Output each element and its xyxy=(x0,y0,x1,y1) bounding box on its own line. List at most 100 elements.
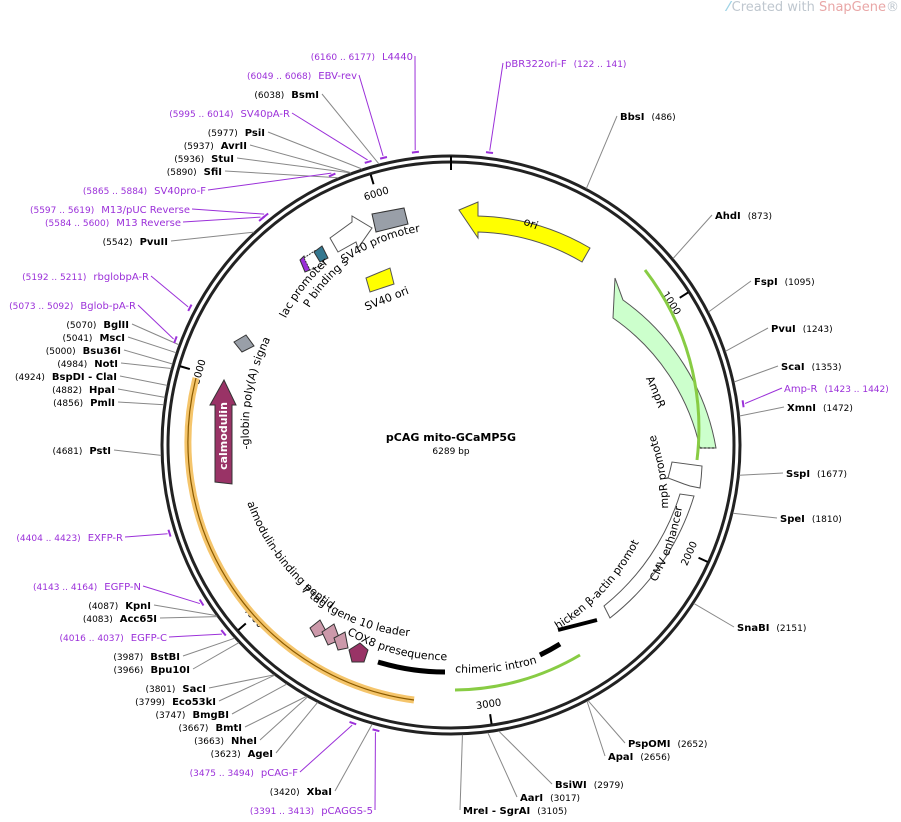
site-leader-line xyxy=(249,144,352,174)
restriction-site-label[interactable]: SspI(1677) xyxy=(786,469,847,480)
primer-leader-line xyxy=(489,62,504,151)
primer-label[interactable]: (3391 .. 3413)pCAGGS-5 xyxy=(250,806,373,817)
primer-label[interactable]: (6049 .. 6068)EBV-rev xyxy=(247,71,357,82)
primer-leader-line xyxy=(142,585,201,605)
primer-arc xyxy=(379,156,388,160)
restriction-site-label[interactable]: (3799)Eco53kI xyxy=(135,697,216,708)
restriction-site-label[interactable]: (3623)AgeI xyxy=(211,749,273,760)
restriction-site-label[interactable]: SnaBI(2151) xyxy=(737,623,806,634)
restriction-site-label[interactable]: (3663)NheI xyxy=(194,736,257,747)
restriction-site-label[interactable]: (5542)PvuII xyxy=(103,237,168,248)
restriction-site-label[interactable]: (4083)Acc65I xyxy=(83,614,157,625)
restriction-site-label[interactable]: (4856)PmlI xyxy=(53,398,115,409)
restriction-site-label[interactable]: (3747)BmgBI xyxy=(156,710,229,721)
site-name: HpaI xyxy=(89,385,115,396)
primer-label[interactable]: (6160 .. 6177)L4440 xyxy=(311,52,413,63)
restriction-site-label[interactable]: (4882)HpaI xyxy=(52,385,115,396)
restriction-site-label[interactable]: ScaI(1353) xyxy=(781,362,842,373)
restriction-site-label[interactable]: (3801)SacI xyxy=(145,684,206,695)
ruler-label: 3000 xyxy=(475,697,502,712)
restriction-site-label[interactable]: ApaI(2656) xyxy=(608,752,670,763)
restriction-site-label[interactable]: (3420)XbaI xyxy=(270,787,332,798)
site-name: PvuII xyxy=(140,237,168,248)
ruler-label: 2000 xyxy=(680,540,701,568)
site-position: (3105) xyxy=(537,807,567,817)
restriction-site-label[interactable]: (3966)Bpu10I xyxy=(114,665,190,676)
primer-label[interactable]: (5995 .. 6014)SV40pA-R xyxy=(169,109,290,120)
restriction-site-label[interactable]: (5041)MscI xyxy=(63,333,126,344)
site-position: (3017) xyxy=(550,794,580,804)
sv40-ori-box[interactable] xyxy=(365,267,395,293)
primer-label[interactable]: (5073 .. 5092)Bglob-pA-R xyxy=(9,301,136,312)
primer-arc xyxy=(349,721,357,726)
restriction-site-label[interactable]: XmnI(1472) xyxy=(787,403,853,414)
ori-label: ori xyxy=(522,215,540,232)
site-leader-line xyxy=(120,362,172,369)
primer-label[interactable]: (4143 .. 4164)EGFP-N xyxy=(33,582,141,593)
restriction-site-label[interactable]: (4681)PstI xyxy=(52,446,111,457)
sv40-promoter-arrow[interactable] xyxy=(329,215,373,253)
primer-label[interactable]: Amp-R(1423 .. 1442) xyxy=(784,384,889,395)
primer-label[interactable]: (5584 .. 5600)M13 Reverse xyxy=(45,218,181,229)
ori-arrow[interactable] xyxy=(458,201,591,263)
restriction-site-label[interactable]: (4984)NotI xyxy=(57,359,118,370)
primer-position: (4016 .. 4037) xyxy=(59,634,123,644)
primer-label[interactable]: (4016 .. 4037)EGFP-C xyxy=(59,633,167,644)
cox8-presequence-shape[interactable] xyxy=(348,642,369,663)
site-name: XbaI xyxy=(307,787,332,798)
site-name: SspI xyxy=(786,469,810,480)
lac-operator-mark[interactable] xyxy=(313,245,329,263)
lac-promoter-arrow[interactable] xyxy=(303,249,325,271)
restriction-site-label[interactable]: (4924)BspDI - ClaI xyxy=(15,372,117,383)
restriction-site-label[interactable]: PspOMI(2652) xyxy=(628,739,707,750)
site-leader-line xyxy=(739,472,784,476)
restriction-site-label[interactable]: (5937)AvrII xyxy=(184,141,247,152)
restriction-site-label[interactable]: BsiWI(2979) xyxy=(555,780,624,791)
primer-label[interactable]: (3475 .. 3494)pCAG-F xyxy=(190,768,299,779)
site-position: (3663) xyxy=(194,737,224,747)
restriction-site-label[interactable]: (5000)Bsu36I xyxy=(46,346,121,357)
site-leader-line xyxy=(672,214,713,259)
primer-label[interactable]: (5192 .. 5211)rbglobpA-R xyxy=(22,272,149,283)
site-position: (4681) xyxy=(52,447,82,457)
primer-name: rbglobpA-R xyxy=(93,272,149,283)
snapgene-watermark: ⁄Created with SnapGene® xyxy=(728,0,900,15)
site-name: PspOMI xyxy=(628,739,670,750)
restriction-site-label[interactable]: (6038)BsmI xyxy=(254,90,319,101)
primer-label[interactable]: (5597 .. 5619)M13/pUC Reverse xyxy=(30,205,190,216)
primer-arc xyxy=(328,172,336,178)
site-position: (3667) xyxy=(179,724,209,734)
restriction-site-label[interactable]: BbsI(486) xyxy=(620,112,676,123)
restriction-site-label[interactable]: (5977)PsiI xyxy=(208,128,265,139)
cmv-enhancer-arrow[interactable] xyxy=(603,493,695,619)
restriction-site-label[interactable]: SpeI(1810) xyxy=(780,514,842,525)
primer-label[interactable]: pBR322ori-F(122 .. 141) xyxy=(505,59,626,70)
bglobin-polya-box[interactable] xyxy=(233,334,255,353)
restriction-site-label[interactable]: AhdI(873) xyxy=(715,211,772,222)
site-leader-line xyxy=(725,327,769,352)
calmodulin-label: calmodulin xyxy=(217,402,230,470)
snapgene-logo-icon: ⁄ xyxy=(727,0,730,15)
chimeric-intron-label: chimeric intron xyxy=(455,653,538,676)
restriction-site-label[interactable]: (5070)BglII xyxy=(66,320,129,331)
restriction-site-label[interactable]: MreI - SgrAI(3105) xyxy=(463,806,567,817)
primer-name: Bglob-pA-R xyxy=(80,301,136,312)
t7-segment-2[interactable] xyxy=(333,631,349,651)
restriction-site-label[interactable]: FspI(1095) xyxy=(754,277,815,288)
restriction-site-label[interactable]: (3987)BstBI xyxy=(113,652,180,663)
primer-name: M13/pUC Reverse xyxy=(101,205,190,216)
sv40-enhancer-box[interactable] xyxy=(371,207,409,233)
site-name: Eco53kI xyxy=(172,697,216,708)
primer-label[interactable]: (5865 .. 5884)SV40pro-F xyxy=(83,186,206,197)
restriction-site-label[interactable]: AarI(3017) xyxy=(520,793,580,804)
restriction-site-label[interactable]: PvuI(1243) xyxy=(771,324,833,335)
site-name: SacI xyxy=(182,684,206,695)
primer-label[interactable]: (4404 .. 4423)EXFP-R xyxy=(16,533,123,544)
site-name: BmtI xyxy=(215,723,242,734)
restriction-site-label[interactable]: (3667) BmtI xyxy=(179,723,242,734)
restriction-site-label[interactable]: (4087)KpnI xyxy=(88,601,151,612)
calmodulin-arrow[interactable] xyxy=(209,378,237,485)
restriction-site-label[interactable]: (5936)StuI xyxy=(174,154,234,165)
ampr-promoter-arrow[interactable] xyxy=(667,461,703,489)
restriction-site-label[interactable]: (5890)SfiI xyxy=(167,167,222,178)
